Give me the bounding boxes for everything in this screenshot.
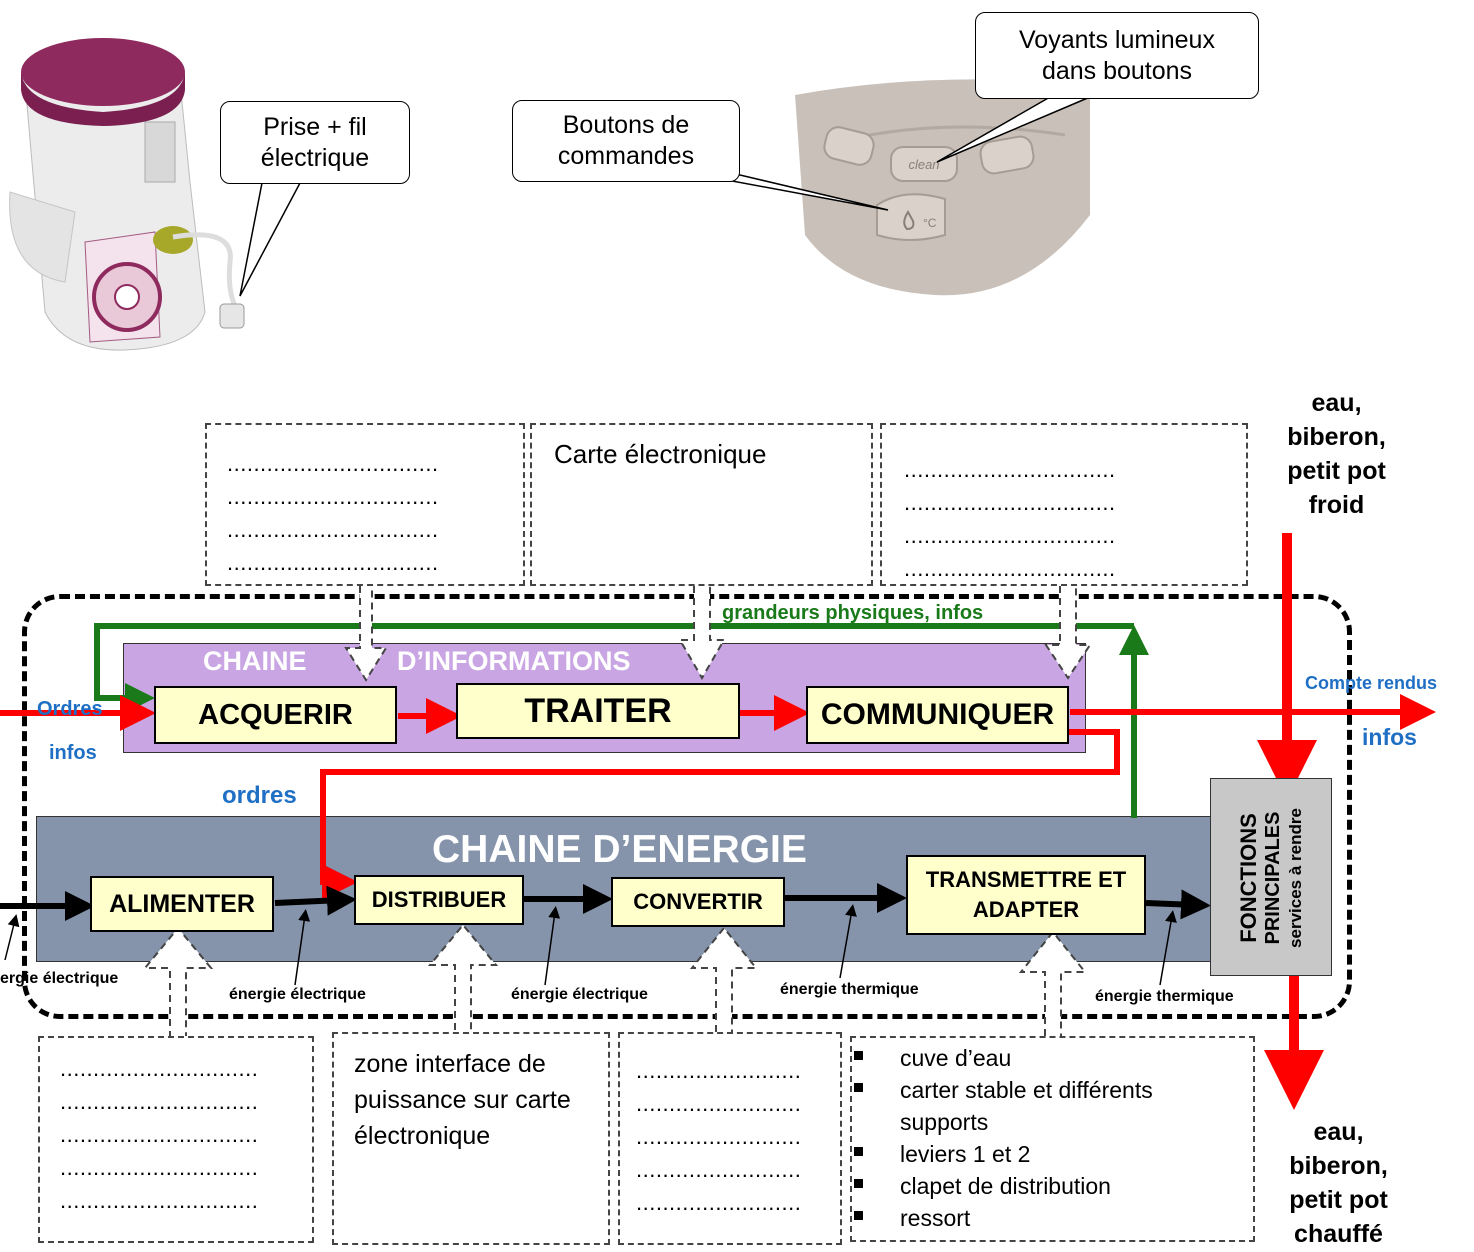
dotline: ......................... xyxy=(636,1058,802,1083)
bottom-box-alimenter: .............................. .........… xyxy=(38,1036,314,1243)
list-item: ressort xyxy=(852,1202,1243,1234)
dotline: ................................ xyxy=(227,484,439,509)
block-transmettre-adapter: TRANSMETTRE ET ADAPTER xyxy=(906,855,1146,935)
info-chain-title-part2: D’INFORMATIONS xyxy=(397,646,631,676)
block-distribuer: DISTRIBUER xyxy=(354,875,524,925)
dotline: .............................. xyxy=(60,1089,259,1114)
block-alimenter: ALIMENTER xyxy=(90,876,274,932)
callout-boutons-text: Boutons de commandes xyxy=(557,111,695,170)
callout-voyants-text: Voyants lumineux dans boutons xyxy=(1019,25,1215,85)
dotline: ......................... xyxy=(636,1157,802,1182)
bottom-box-distribuer: zone interface de puissance sur carte él… xyxy=(332,1032,610,1245)
main-functions-text: FONCTIONS PRINCIPALES services à rendre xyxy=(1236,808,1307,948)
top-box-traiter: Carte électronique xyxy=(530,423,873,586)
flow-label-4: énergie thermique xyxy=(780,981,919,998)
control-panel-photo: clean °C xyxy=(795,79,1090,296)
energy-chain-title: CHAINE D’ENERGIE xyxy=(432,828,807,871)
block-communiquer: COMMUNIQUER xyxy=(806,686,1069,744)
callout-prise-text: Prise + fil électrique xyxy=(260,112,370,172)
transmettre-list: cuve d’eau carter stable et différents s… xyxy=(852,1042,1243,1234)
dotline: ......................... xyxy=(636,1190,802,1215)
dotline: ................................ xyxy=(227,550,439,575)
dotline: ................................ xyxy=(904,490,1116,515)
list-item: carter stable et différents supports xyxy=(852,1074,1243,1138)
output-infos-label: infos xyxy=(1362,724,1417,750)
flow-label-2: énergie électrique xyxy=(229,986,366,1003)
block-traiter: TRAITER xyxy=(456,683,740,739)
dotline: ......................... xyxy=(636,1124,802,1149)
top-box-communiquer: ................................ .......… xyxy=(880,423,1248,586)
dotline: ................................ xyxy=(904,556,1116,581)
dotline: ................................ xyxy=(227,517,439,542)
bottom-box-transmettre: cuve d’eau carter stable et différents s… xyxy=(850,1036,1255,1242)
callout-pointers xyxy=(239,96,1091,297)
clean-button-label: clean xyxy=(908,157,939,172)
input-infos-label: infos xyxy=(49,742,97,764)
top-box-acquerir: ................................ .......… xyxy=(205,423,525,586)
flow-label-1: ergie électrique xyxy=(0,970,119,987)
dotline: ................................ xyxy=(904,457,1116,482)
dotline: ................................ xyxy=(227,451,439,476)
dotline: .............................. xyxy=(60,1122,259,1147)
main-functions-line3: services à rendre xyxy=(1286,808,1305,948)
dotline: .............................. xyxy=(60,1188,259,1213)
flow-label-3: énergie électrique xyxy=(511,986,648,1003)
bottom-box-distribuer-text: zone interface de puissance sur carte él… xyxy=(354,1050,571,1150)
output-compte-rendus-label: Compte rendus xyxy=(1305,673,1438,693)
block-convertir: CONVERTIR xyxy=(611,877,785,927)
list-item: clapet de distribution xyxy=(852,1170,1243,1202)
main-functions-line2: PRINCIPALES xyxy=(1262,811,1284,945)
top-box-traiter-text: Carte électronique xyxy=(554,439,767,469)
list-item: cuve d’eau xyxy=(852,1042,1243,1074)
info-chain-title-part1: CHAINE xyxy=(203,646,307,676)
dotline: .............................. xyxy=(60,1155,259,1180)
dotline: ......................... xyxy=(636,1091,802,1116)
callout-boutons: Boutons de commandes xyxy=(512,100,740,182)
orders-label: ordres xyxy=(222,782,297,809)
callout-voyants: Voyants lumineux dans boutons xyxy=(975,12,1259,99)
main-functions-box: FONCTIONS PRINCIPALES services à rendre xyxy=(1210,778,1332,976)
bottom-box-convertir: ......................... ..............… xyxy=(618,1032,842,1245)
bottle-warmer-photo xyxy=(5,12,260,357)
block-acquerir: ACQUERIR xyxy=(154,686,397,744)
callout-prise: Prise + fil électrique xyxy=(220,101,410,184)
list-item: leviers 1 et 2 xyxy=(852,1138,1243,1170)
main-functions-line1: FONCTIONS xyxy=(1236,813,1261,943)
temperature-button-label: °C xyxy=(923,216,937,230)
dotline: .............................. xyxy=(60,1056,259,1081)
input-ordres-label: Ordres xyxy=(37,698,103,720)
feedback-label: grandeurs physiques, infos xyxy=(722,602,984,624)
flow-label-5: énergie thermique xyxy=(1095,988,1234,1005)
system-boundary xyxy=(22,594,1352,1019)
input-material-label: eau, biberon, petit pot froid xyxy=(1287,389,1386,519)
dotline: ................................ xyxy=(904,523,1116,548)
output-material-label: eau, biberon, petit pot chauffé xyxy=(1289,1118,1388,1248)
